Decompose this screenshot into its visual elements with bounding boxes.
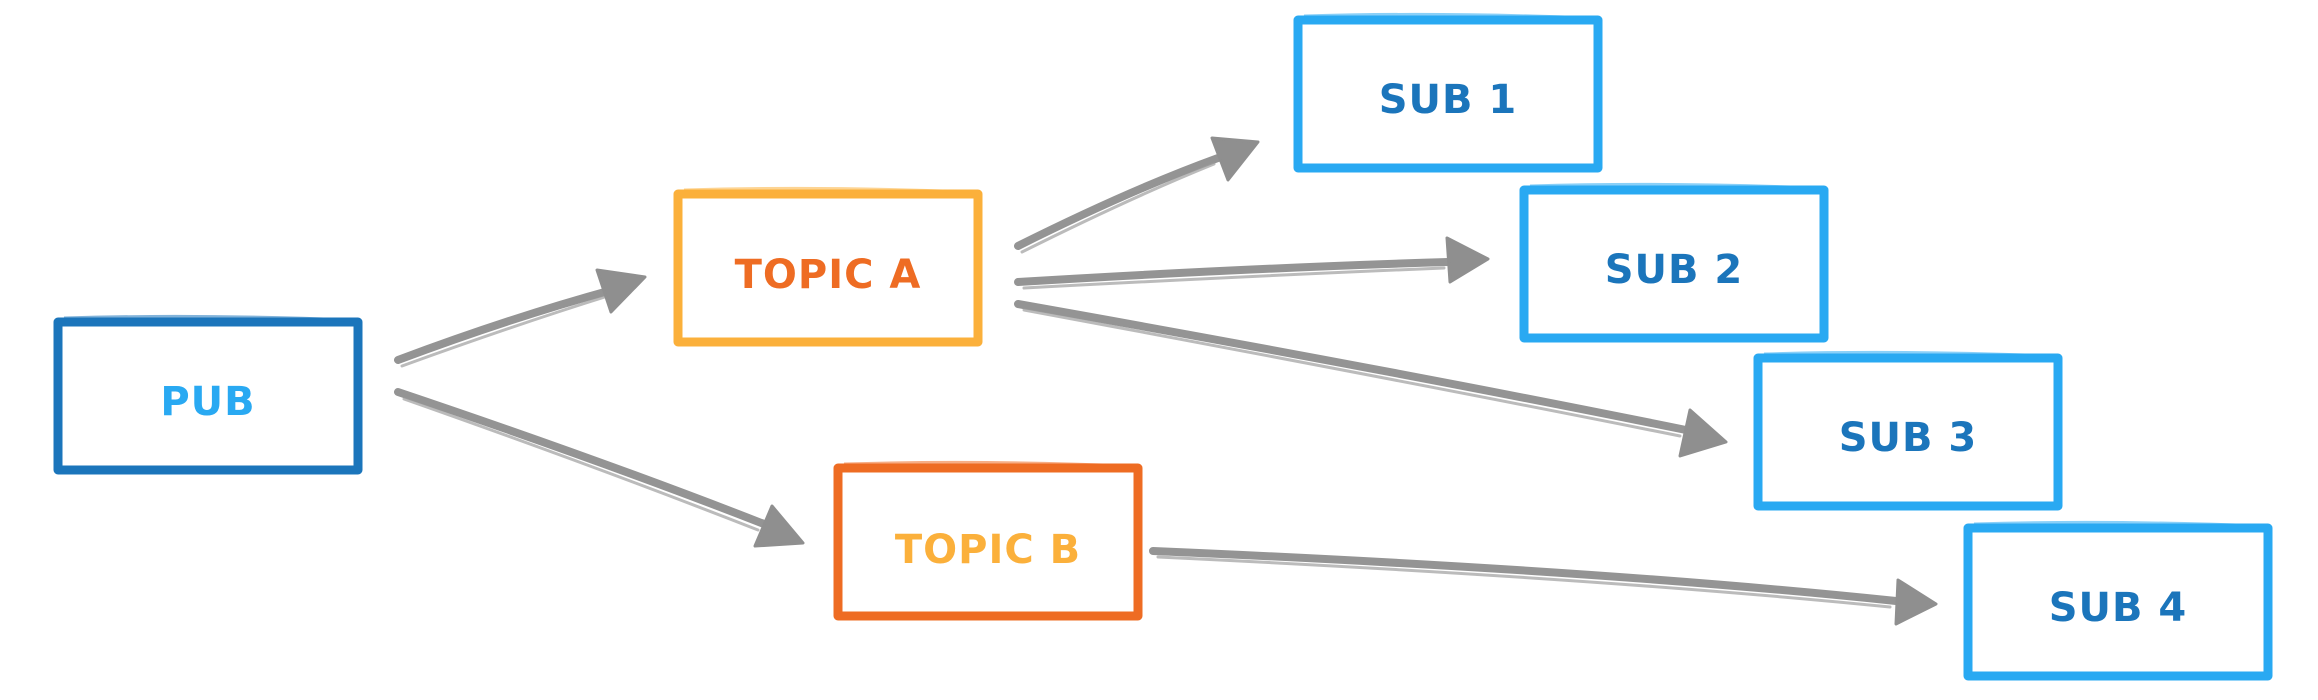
edge-topic-a-to-sub-3 <box>1014 300 1728 458</box>
sub-4-box <box>1963 523 2273 681</box>
topic-a-box <box>673 189 983 347</box>
node-sub-2: SUB 2 <box>1519 182 1829 343</box>
sub-2-box <box>1519 185 1829 343</box>
sub-4-label: SUB 4 <box>2049 585 2188 631</box>
node-pub: PUB <box>53 314 363 475</box>
topic-b-box <box>833 463 1143 621</box>
pub-box <box>53 317 363 475</box>
edge-pub-to-topic-b <box>394 388 805 548</box>
sub-1-label: SUB 1 <box>1379 77 1518 123</box>
edge-topic-a-to-sub-1 <box>1014 136 1260 254</box>
sub-2-label: SUB 2 <box>1605 247 1744 293</box>
node-topic-a: TOPIC A <box>673 186 983 347</box>
topic-b-label: TOPIC B <box>895 527 1081 573</box>
edges <box>394 136 1938 626</box>
edge-pub-to-topic-a <box>394 268 647 368</box>
node-sub-3: SUB 3 <box>1753 350 2063 511</box>
sub-3-box <box>1753 353 2063 511</box>
node-sub-4: SUB 4 <box>1963 520 2273 681</box>
node-sub-1: SUB 1 <box>1293 12 1603 173</box>
edge-topic-a-to-sub-2 <box>1014 236 1490 290</box>
pub-label: PUB <box>160 379 255 425</box>
sub-1-box <box>1293 15 1603 173</box>
node-topic-b: TOPIC B <box>833 460 1143 621</box>
topic-a-label: TOPIC A <box>735 252 922 298</box>
edge-topic-b-to-sub-4 <box>1149 547 1938 626</box>
sub-3-label: SUB 3 <box>1839 415 1978 461</box>
